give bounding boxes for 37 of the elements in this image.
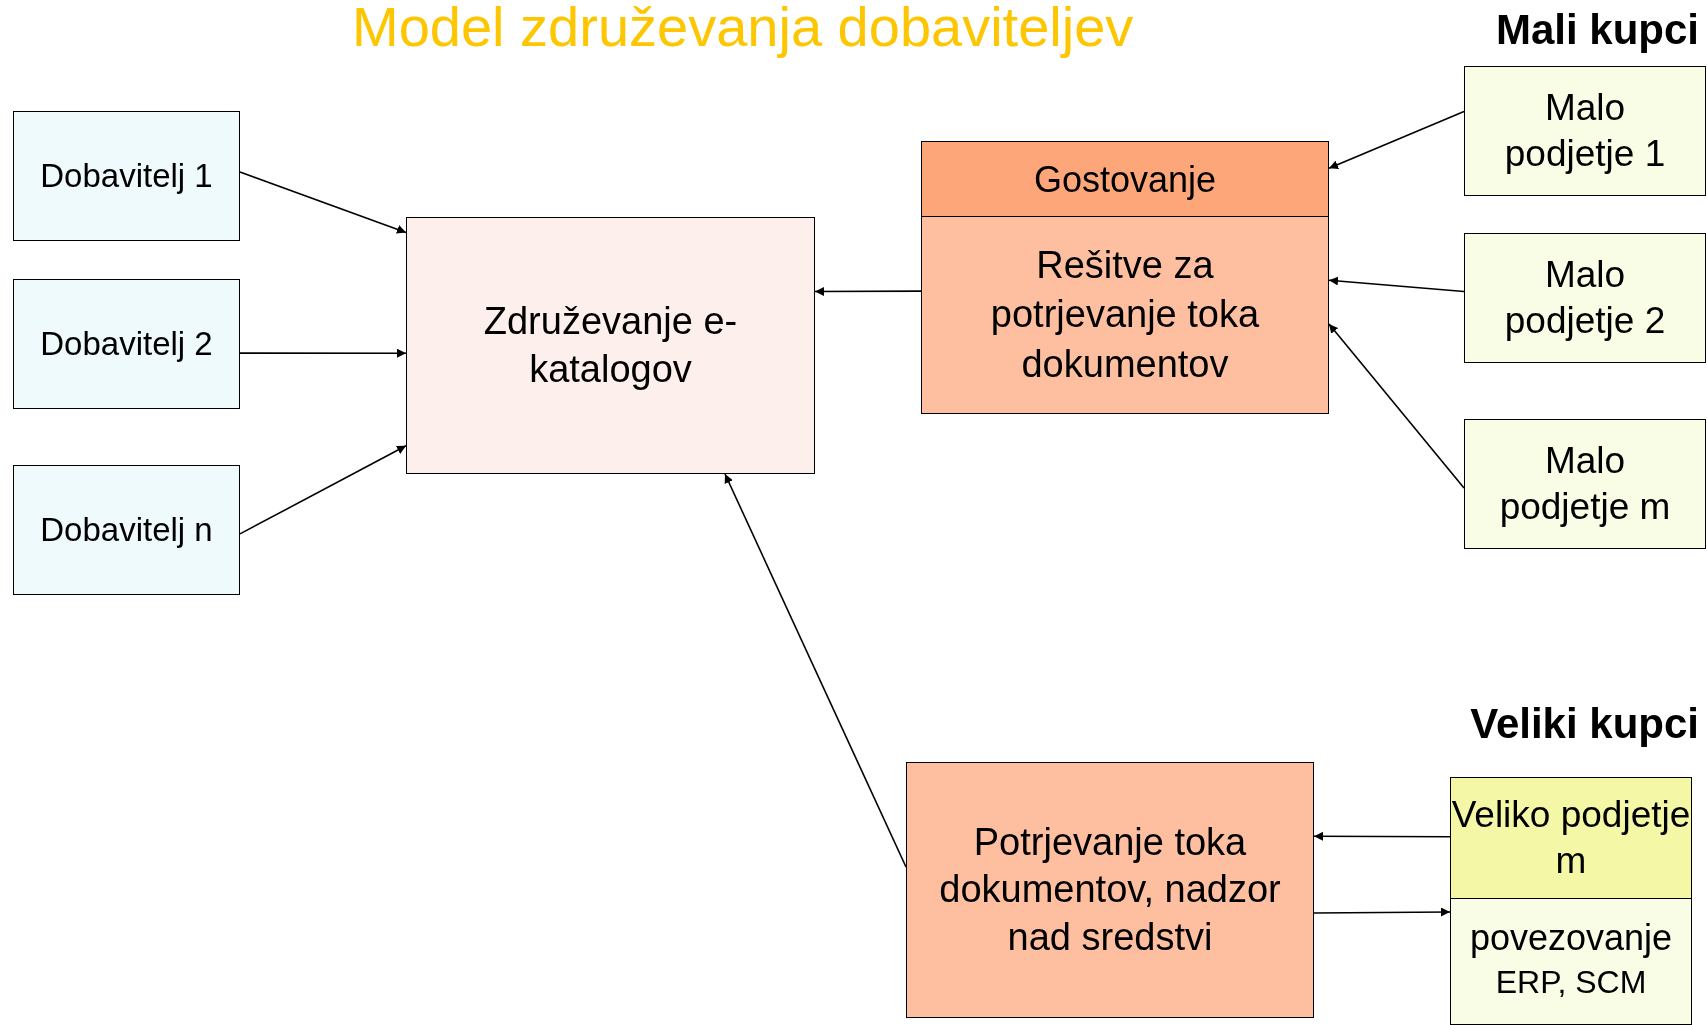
process-box	[406, 217, 815, 474]
box-text: Malo podjetje m	[1498, 438, 1672, 529]
box-text: Potrjevanje toka dokumentov, nadzor nad sredstvi	[938, 819, 1282, 960]
company-box	[1464, 66, 1706, 196]
integration-box	[1450, 898, 1692, 1025]
company-box	[1464, 233, 1706, 363]
group-heading: Veliki kupci	[1470, 700, 1699, 748]
box-text: Veliko podjetje m	[1451, 792, 1691, 883]
supplier-box	[13, 111, 240, 241]
arrow	[1328, 110, 1465, 170]
box-header: Gostovanje	[922, 142, 1328, 217]
box-text: Združevanje e-katalogov	[482, 299, 739, 392]
box-text: Dobavitelj 1	[40, 156, 213, 197]
supplier-box	[13, 465, 240, 595]
box-text: Malo podjetje 2	[1503, 252, 1667, 343]
process-box	[921, 141, 1329, 414]
company-box	[1450, 777, 1692, 899]
box-text: ERP, SCM	[1495, 962, 1647, 1002]
box-text: povezovanje	[1469, 916, 1673, 960]
diagram-title: Model združevanja dobaviteljev	[352, 0, 1134, 59]
box-text: Rešitve za potrjevanje toka dokumentov	[989, 242, 1261, 387]
process-box	[906, 762, 1314, 1018]
group-heading: Mali kupci	[1495, 6, 1699, 54]
arrow	[1328, 323, 1465, 489]
company-box	[1464, 419, 1706, 549]
box-text: Malo podjetje 1	[1503, 85, 1667, 176]
arrow	[239, 348, 407, 358]
arrow	[239, 444, 407, 535]
supplier-box	[13, 279, 240, 409]
arrow	[239, 171, 407, 234]
arrow	[1328, 276, 1465, 293]
arrow	[814, 287, 922, 296]
arrow	[1313, 831, 1451, 841]
box-text: Dobavitelj 2	[40, 324, 213, 365]
arrow	[724, 473, 907, 868]
arrow	[1313, 907, 1451, 917]
box-text: Dobavitelj n	[40, 510, 213, 551]
